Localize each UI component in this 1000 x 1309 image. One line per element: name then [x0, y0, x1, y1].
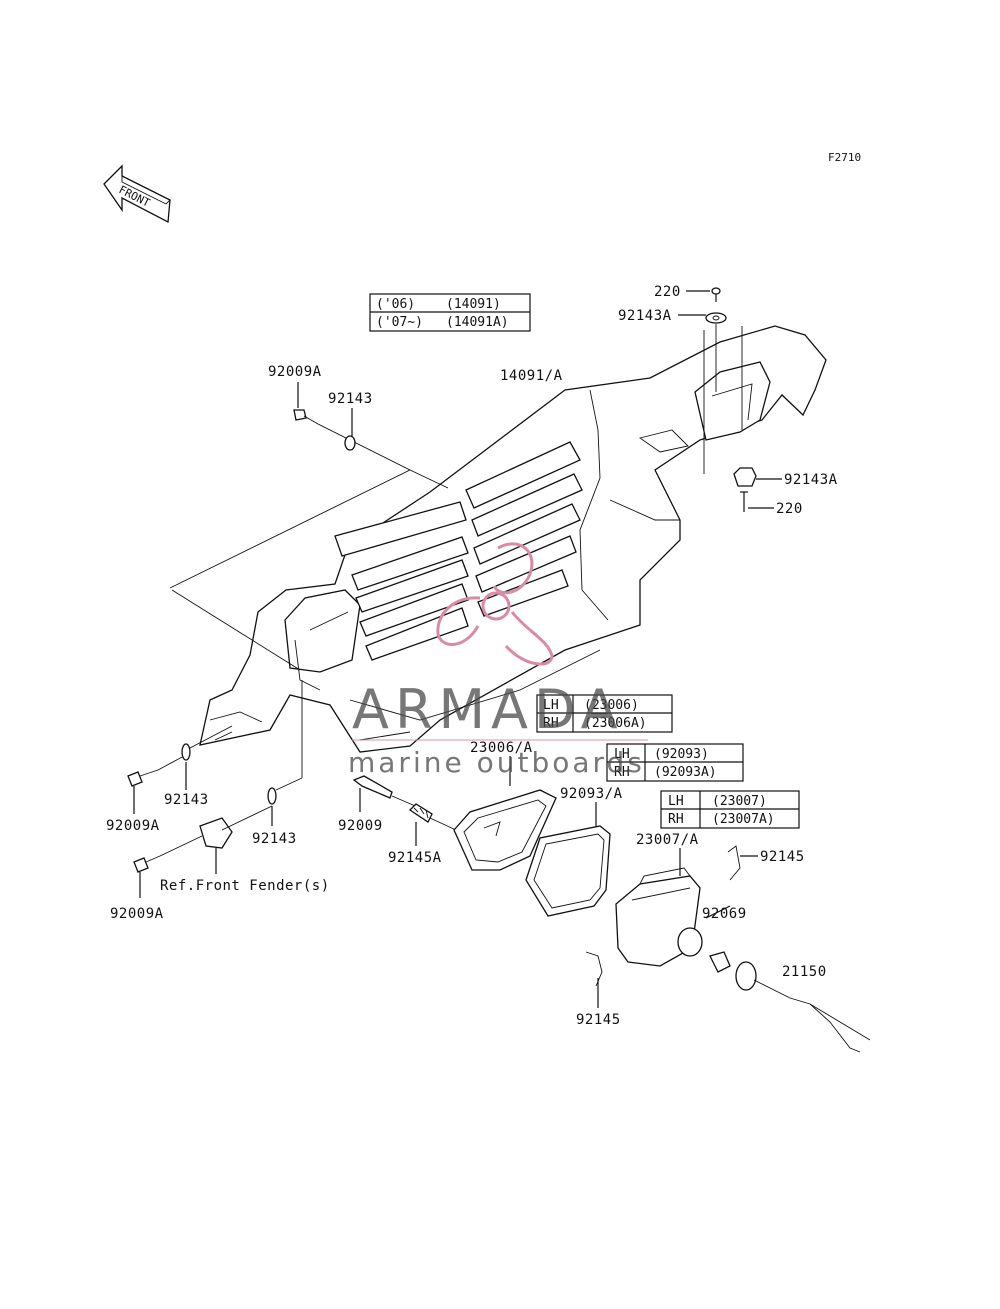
table-23007-row1-key: LH	[668, 794, 684, 809]
table-23007: LH (23007) RH (23007A)	[660, 790, 800, 829]
label-92143-mid: 92143	[252, 831, 297, 847]
table-92093-row2-key: RH	[614, 765, 630, 780]
table-23007-row2-value: (23007A)	[712, 812, 775, 827]
table-23006-row1-key: LH	[543, 698, 559, 713]
armada-watermark: ARMADA marine outboards	[348, 542, 648, 779]
label-92143-left: 92143	[164, 792, 209, 808]
watermark-tagline: marine outboards	[348, 746, 645, 779]
table-23006: LH (23006) RH (23006A)	[536, 694, 673, 733]
screw-220-right: 220	[740, 491, 803, 517]
label-21150: 21150	[782, 964, 827, 980]
watermark-brand: ARMADA	[352, 678, 624, 741]
bulb-21150: 21150	[709, 951, 871, 1053]
rim-23006A: 23006/A	[453, 740, 557, 871]
label-23006A: 23006/A	[470, 740, 533, 756]
table-92093-row2-value: (92093A)	[654, 765, 717, 780]
table-23006-row2-key: RH	[543, 716, 559, 731]
spring-92145A: 92145A	[388, 803, 457, 866]
clip-92145-bottom: 92145	[576, 951, 621, 1028]
table-92093-row1-value: (92093)	[654, 747, 709, 762]
headlight-housing-14091	[169, 325, 827, 753]
screw-220-top: 220	[654, 284, 721, 302]
table-23006-row2-value: (23006A)	[584, 716, 647, 731]
label-92143-top: 92143	[328, 391, 373, 407]
year-table-row1-key: ('06)	[376, 297, 415, 312]
washer-92143-top: 92143	[328, 391, 373, 451]
label-92093A: 92093/A	[560, 786, 623, 802]
lamp-unit-23007A: 23007/A	[615, 832, 703, 967]
grommet-92143A-top: 92143A	[618, 308, 743, 474]
label-92145-right: 92145	[760, 849, 805, 865]
washer-92143-mid: 92143	[252, 680, 303, 847]
table-23007-row1-value: (23007)	[712, 794, 767, 809]
bolt-92009A-top: 92009A	[268, 364, 411, 471]
label-92143A-top: 92143A	[618, 308, 672, 324]
label-220-top: 220	[654, 284, 681, 300]
table-23006-row1-value: (23006)	[584, 698, 639, 713]
screw-92009: 92009	[338, 775, 421, 834]
grille-slats-left	[334, 501, 469, 661]
bolt-92009A-bottom: 92009A	[110, 835, 203, 922]
label-92143A-right: 92143A	[784, 472, 838, 488]
grille-slats-right	[465, 441, 583, 617]
label-220-right: 220	[776, 501, 803, 517]
label-92145A: 92145A	[388, 850, 442, 866]
table-23007-row2-key: RH	[668, 812, 684, 827]
label-92009A-bottom: 92009A	[110, 906, 164, 922]
label-92009A-top: 92009A	[268, 364, 322, 380]
clip-92145-right: 92145	[727, 845, 805, 881]
washer-92143-left: 92143	[164, 725, 233, 808]
year-table-row2-value: (14091A)	[446, 315, 509, 330]
grommet-92143A-right: 92143A	[733, 467, 838, 488]
propeller-logo-icon	[436, 542, 554, 666]
year-table-row2-key: ('07~)	[376, 315, 423, 330]
label-14091A: 14091/A	[500, 368, 563, 384]
year-table: ('06) (14091) ('07~) (14091A)	[369, 293, 531, 332]
bolt-92009A-left: 92009A	[106, 755, 185, 834]
label-ref-front-fender: Ref.Front Fender(s)	[160, 878, 330, 894]
socket-92069: 92069	[702, 905, 747, 922]
year-table-row1-value: (14091)	[446, 297, 501, 312]
label-92069: 92069	[702, 906, 747, 922]
table-92093: LH (92093) RH (92093A)	[606, 743, 744, 782]
label-23007A: 23007/A	[636, 832, 699, 848]
label-92145-bottom: 92145	[576, 1012, 621, 1028]
figure-code: F2710	[828, 151, 861, 164]
label-92009A-left: 92009A	[106, 818, 160, 834]
table-92093-row1-key: LH	[614, 747, 630, 762]
seal-92093A: 92093/A	[525, 786, 623, 917]
label-92009: 92009	[338, 818, 383, 834]
front-arrow-icon: FRONT	[103, 164, 171, 224]
bracket-front-fender: Ref.Front Fender(s)	[160, 805, 330, 894]
